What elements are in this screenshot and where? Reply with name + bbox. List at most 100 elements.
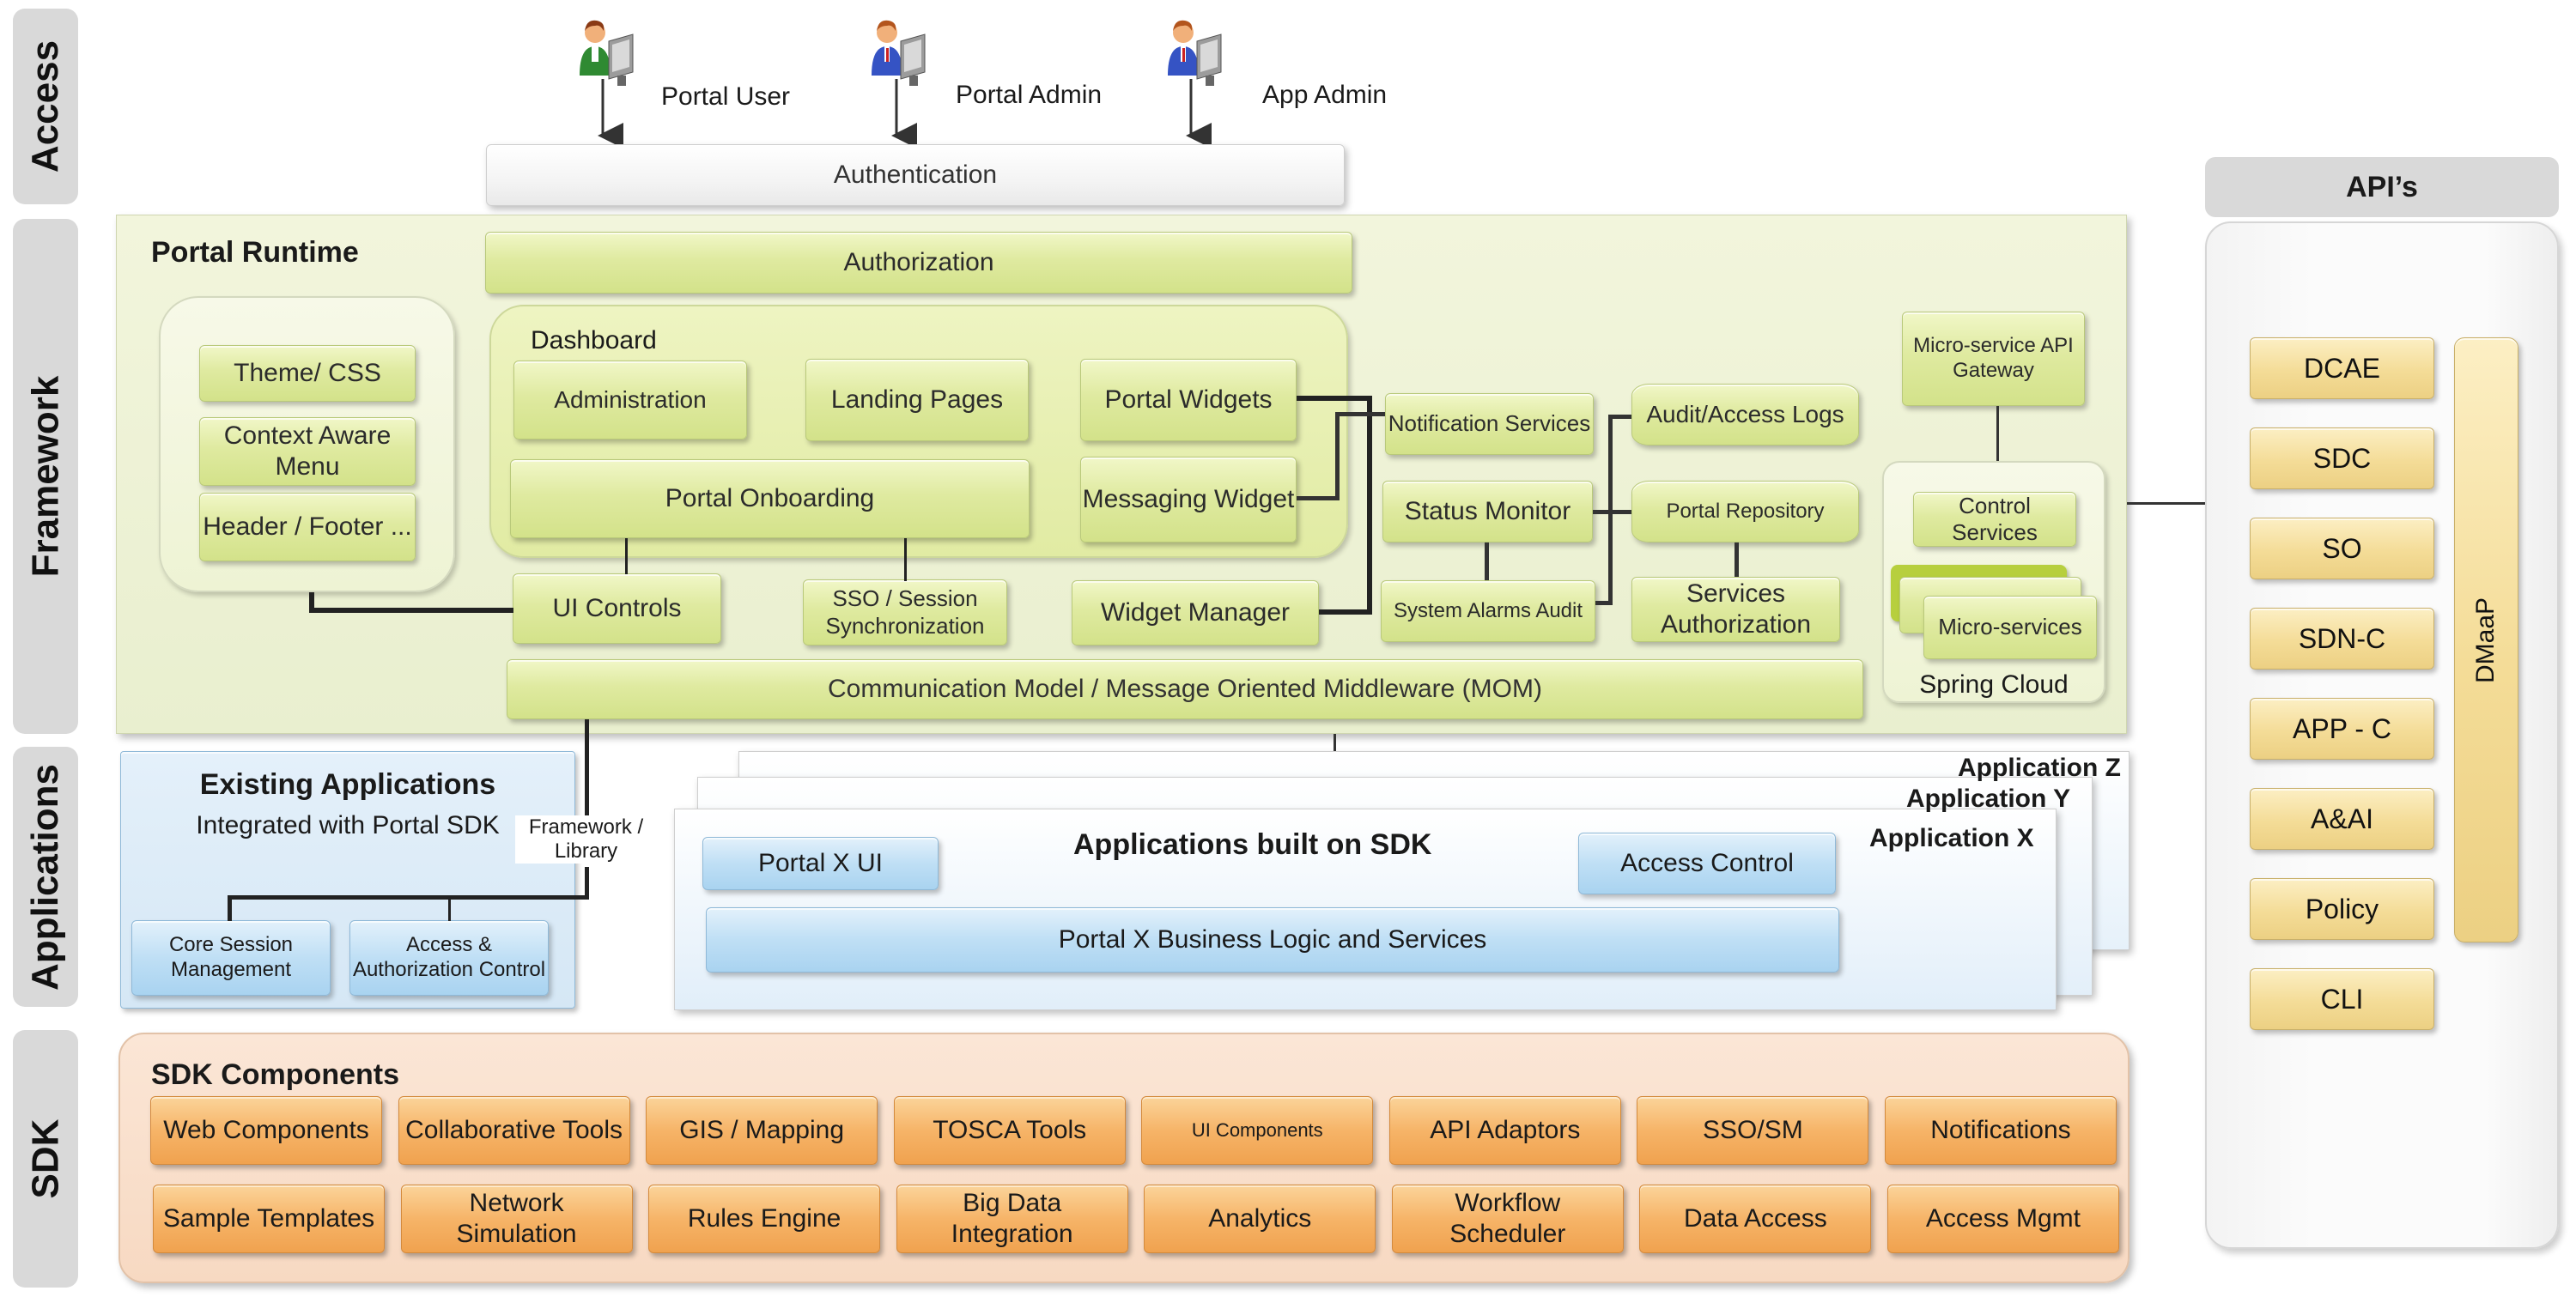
- dashboard-title: Dashboard: [531, 326, 657, 355]
- layer-label-applications-text: Applications: [24, 763, 66, 991]
- context-menu-box: Context Aware Menu: [199, 417, 416, 486]
- application-z-label: Application Z: [1958, 754, 2121, 782]
- existing-applications-subtitle: Integrated with Portal SDK: [196, 811, 500, 839]
- framework-library-label: Framework / Library: [515, 815, 657, 864]
- portal-user-label: Portal User: [661, 82, 791, 111]
- spring-cloud-label: Spring Cloud: [1919, 670, 2069, 699]
- control-services-box: Control Services: [1913, 492, 2076, 547]
- connector: [1335, 412, 1385, 416]
- user-green-computer-icon: [580, 20, 634, 86]
- sdk-component-row2-1: Network Simulation: [400, 1185, 633, 1253]
- api-item: APP - C: [2250, 698, 2434, 760]
- dmaap-label: DMaaP: [2471, 597, 2500, 683]
- widget-manager-box: Widget Manager: [1072, 580, 1319, 645]
- ui-controls-box: UI Controls: [513, 573, 721, 644]
- sdk-component-row2-7: Access Mgmt: [1886, 1185, 2119, 1253]
- app-admin-label: App Admin: [1262, 81, 1388, 109]
- layer-label-applications: Applications: [13, 747, 78, 1007]
- administration-box: Administration: [513, 361, 747, 439]
- business-logic-box: Portal X Business Logic and Services: [706, 907, 1839, 973]
- layer-label-sdk: SDK: [13, 1030, 78, 1288]
- built-on-sdk-title: Applications built on SDK: [1073, 828, 1432, 861]
- connector: [1595, 601, 1613, 605]
- core-session-box: Core Session Management: [131, 920, 331, 996]
- sdk-component-row1-5: API Adaptors: [1388, 1096, 1621, 1165]
- portal-admin-label: Portal Admin: [956, 81, 1103, 109]
- sdk-component-row1-2: GIS / Mapping: [646, 1096, 878, 1165]
- api-item: SDC: [2250, 427, 2434, 489]
- portal-widgets-box: Portal Widgets: [1080, 359, 1297, 441]
- authentication-box: Authentication: [486, 144, 1345, 206]
- connector: [585, 867, 589, 899]
- connector: [228, 895, 589, 900]
- connector: [1608, 415, 1613, 605]
- connector: [1608, 415, 1631, 419]
- layer-label-framework: Framework: [13, 219, 78, 734]
- header-footer-box: Header / Footer ...: [199, 493, 416, 561]
- connector: [1485, 542, 1489, 580]
- sdk-component-row1-4: UI Components: [1141, 1096, 1374, 1165]
- apis-header: API’s: [2205, 157, 2559, 217]
- theme-css-box: Theme/ CSS: [199, 345, 416, 402]
- connector: [1996, 406, 1999, 461]
- microservice-gateway-box: Micro-service API Gateway: [1902, 312, 2085, 406]
- portal-x-ui-box: Portal X UI: [702, 837, 939, 890]
- sdk-component-row1-1: Collaborative Tools: [398, 1096, 630, 1165]
- system-alarms-box: System Alarms Audit: [1381, 580, 1595, 642]
- services-authorization-box: Services Authorization: [1631, 577, 1840, 642]
- messaging-widget-box: Messaging Widget: [1080, 457, 1297, 542]
- connector: [1319, 609, 1372, 615]
- sdk-component-row1-6: SSO/SM: [1637, 1096, 1869, 1165]
- access-arrows: [598, 79, 1212, 148]
- sdk-component-row2-5: Workflow Scheduler: [1391, 1185, 1624, 1253]
- connector: [1297, 496, 1340, 500]
- application-x-label: Application X: [1869, 824, 2034, 852]
- sdk-component-row2-4: Analytics: [1144, 1185, 1376, 1253]
- user-blue-computer-icon: [1168, 20, 1222, 86]
- connector: [309, 592, 314, 611]
- portal-onboarding-box: Portal Onboarding: [510, 459, 1030, 538]
- connector: [585, 719, 589, 815]
- api-item: DCAE: [2250, 337, 2434, 399]
- connector: [2127, 502, 2205, 505]
- access-control-box: Access Control: [1578, 833, 1836, 894]
- connector: [1334, 734, 1336, 751]
- api-item: SO: [2250, 518, 2434, 579]
- portal-runtime-title: Portal Runtime: [151, 236, 359, 269]
- connector: [1297, 396, 1372, 401]
- sdk-component-row2-3: Big Data Integration: [896, 1185, 1128, 1253]
- portal-user-figure: [571, 15, 674, 93]
- connector: [309, 608, 513, 613]
- user-blue-computer-icon: [872, 20, 926, 86]
- notification-services-box: Notification Services: [1385, 393, 1594, 455]
- sdk-component-row1-7: Notifications: [1884, 1096, 2117, 1165]
- api-item: Policy: [2250, 878, 2434, 940]
- connector: [1335, 412, 1340, 500]
- sdk-component-row1-0: Web Components: [150, 1096, 382, 1165]
- portal-repository-box: Portal Repository: [1631, 481, 1859, 542]
- connector: [625, 538, 628, 574]
- existing-applications-title: Existing Applications: [199, 768, 496, 801]
- app-admin-figure: [1159, 15, 1262, 93]
- connector: [904, 538, 907, 581]
- application-y-label: Application Y: [1906, 785, 2071, 813]
- layer-label-sdk-text: SDK: [24, 1118, 66, 1199]
- sdk-component-row1-3: TOSCA Tools: [893, 1096, 1126, 1165]
- api-item: CLI: [2250, 968, 2434, 1030]
- connector: [448, 895, 451, 921]
- api-item: SDN-C: [2250, 608, 2434, 670]
- sso-session-box: SSO / Session Synchronization: [803, 579, 1007, 645]
- layer-label-access: Access: [13, 9, 78, 204]
- connector: [1367, 396, 1372, 613]
- audit-logs-box: Audit/Access Logs: [1631, 384, 1859, 445]
- authorization-box: Authorization: [485, 232, 1352, 294]
- portal-admin-figure: [863, 15, 966, 93]
- sdk-component-row2-6: Data Access: [1639, 1185, 1872, 1253]
- api-item: A&AI: [2250, 788, 2434, 850]
- communication-model-box: Communication Model / Message Oriented M…: [507, 659, 1863, 719]
- sdk-component-row2-0: Sample Templates: [153, 1185, 385, 1253]
- layer-label-framework-text: Framework: [24, 375, 67, 578]
- sdk-component-row2-2: Rules Engine: [648, 1185, 881, 1253]
